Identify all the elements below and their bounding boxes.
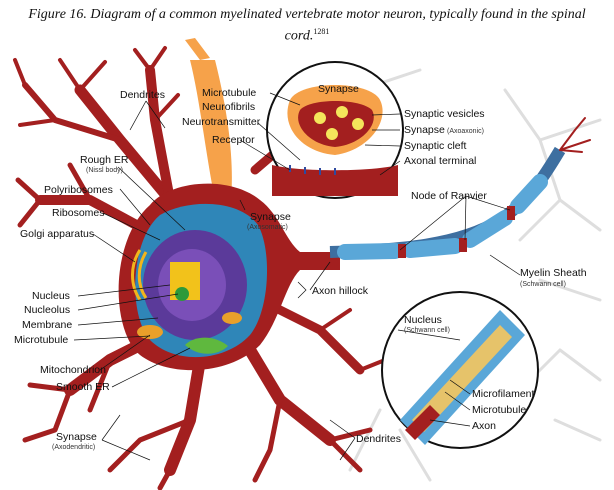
label-myelin-sheath-sub: (Schwann cell): [520, 281, 566, 288]
caption-text: Diagram of a common myelinated vertebrat…: [90, 7, 586, 44]
label-golgi-apparatus: Golgi apparatus: [20, 228, 94, 240]
label-axon-hillock: Axon hillock: [312, 285, 369, 297]
nodes-of-ranvier: [398, 206, 515, 258]
label-synapse-axoaxonic-sub: (Axoaxonic): [447, 128, 484, 135]
label-microtubule: Microtubule: [14, 334, 68, 346]
labels: Dendrites Rough ER (Nissl body) Polyribo…: [14, 83, 587, 451]
label-synapse-inset: Synapse: [318, 83, 359, 95]
figure-caption: Figure 16. Diagram of a common myelinate…: [20, 6, 594, 45]
label-synapse-axoaxonic: Synapse: [404, 124, 445, 136]
mitochondrion-shape-2: [222, 312, 242, 324]
label-nucleus: Nucleus: [32, 290, 70, 302]
label-axon: Axon: [472, 420, 496, 432]
label-ribosomes: Ribosomes: [52, 207, 105, 219]
label-rough-er-sub: (Nissl body): [86, 167, 123, 174]
axon: [329, 117, 591, 260]
caption-prefix: Figure 16.: [28, 7, 87, 22]
label-smooth-er: Smooth ER: [56, 381, 110, 393]
label-node-of-ranvier: Node of Ranvier: [411, 190, 487, 202]
dendrites: [13, 46, 387, 490]
label-microtubule-axon: Microtubule: [472, 404, 526, 416]
label-neurofibrils: Neurofibrils: [202, 101, 255, 113]
label-receptor: Receptor: [212, 134, 255, 146]
axon-inset: [381, 291, 539, 449]
label-polyribosomes: Polyribosomes: [44, 184, 113, 196]
label-dendrites-bottom: Dendrites: [356, 433, 401, 445]
golgi-shape: [131, 249, 148, 301]
label-axonal-terminal: Axonal terminal: [404, 155, 476, 167]
label-synapse-axosomatic-sub: (Axosomatic): [247, 224, 288, 231]
mitochondrion-shape-1: [137, 325, 163, 339]
label-synaptic-cleft: Synaptic cleft: [404, 140, 467, 152]
label-nucleolus: Nucleolus: [24, 304, 70, 316]
label-synaptic-vesicles: Synaptic vesicles: [404, 108, 485, 120]
label-membrane: Membrane: [22, 319, 72, 331]
label-synapse-axodendritic: Synapse: [56, 431, 97, 443]
label-neurotransmitter: Neurotransmitter: [182, 116, 261, 128]
label-nucleus-schwann-sub: (Schwann cell): [404, 327, 450, 334]
label-nucleus-schwann: Nucleus: [404, 314, 442, 326]
caption-reference: 1281: [313, 27, 330, 36]
leader-lines: [73, 92, 521, 461]
presynaptic-process: [185, 38, 232, 210]
label-mitochondrion: Mitochondrion: [40, 364, 106, 376]
label-myelin-sheath: Myelin Sheath: [520, 267, 587, 279]
synapse-inset: [266, 61, 404, 199]
smooth-er-shape: [185, 337, 228, 354]
axon-terminal: [559, 117, 591, 153]
label-synapse-axosomatic: Synapse: [250, 211, 291, 223]
label-microtubule-top: Microtubule: [202, 87, 256, 99]
label-microfilament: Microfilament: [472, 388, 535, 400]
nucleolus-core: [175, 287, 189, 301]
label-dendrites-top: Dendrites: [120, 89, 165, 101]
myelin-segments: [337, 174, 548, 260]
label-synapse-axodendritic-sub: (Axodendritic): [52, 444, 95, 451]
label-rough-er: Rough ER: [80, 154, 129, 166]
